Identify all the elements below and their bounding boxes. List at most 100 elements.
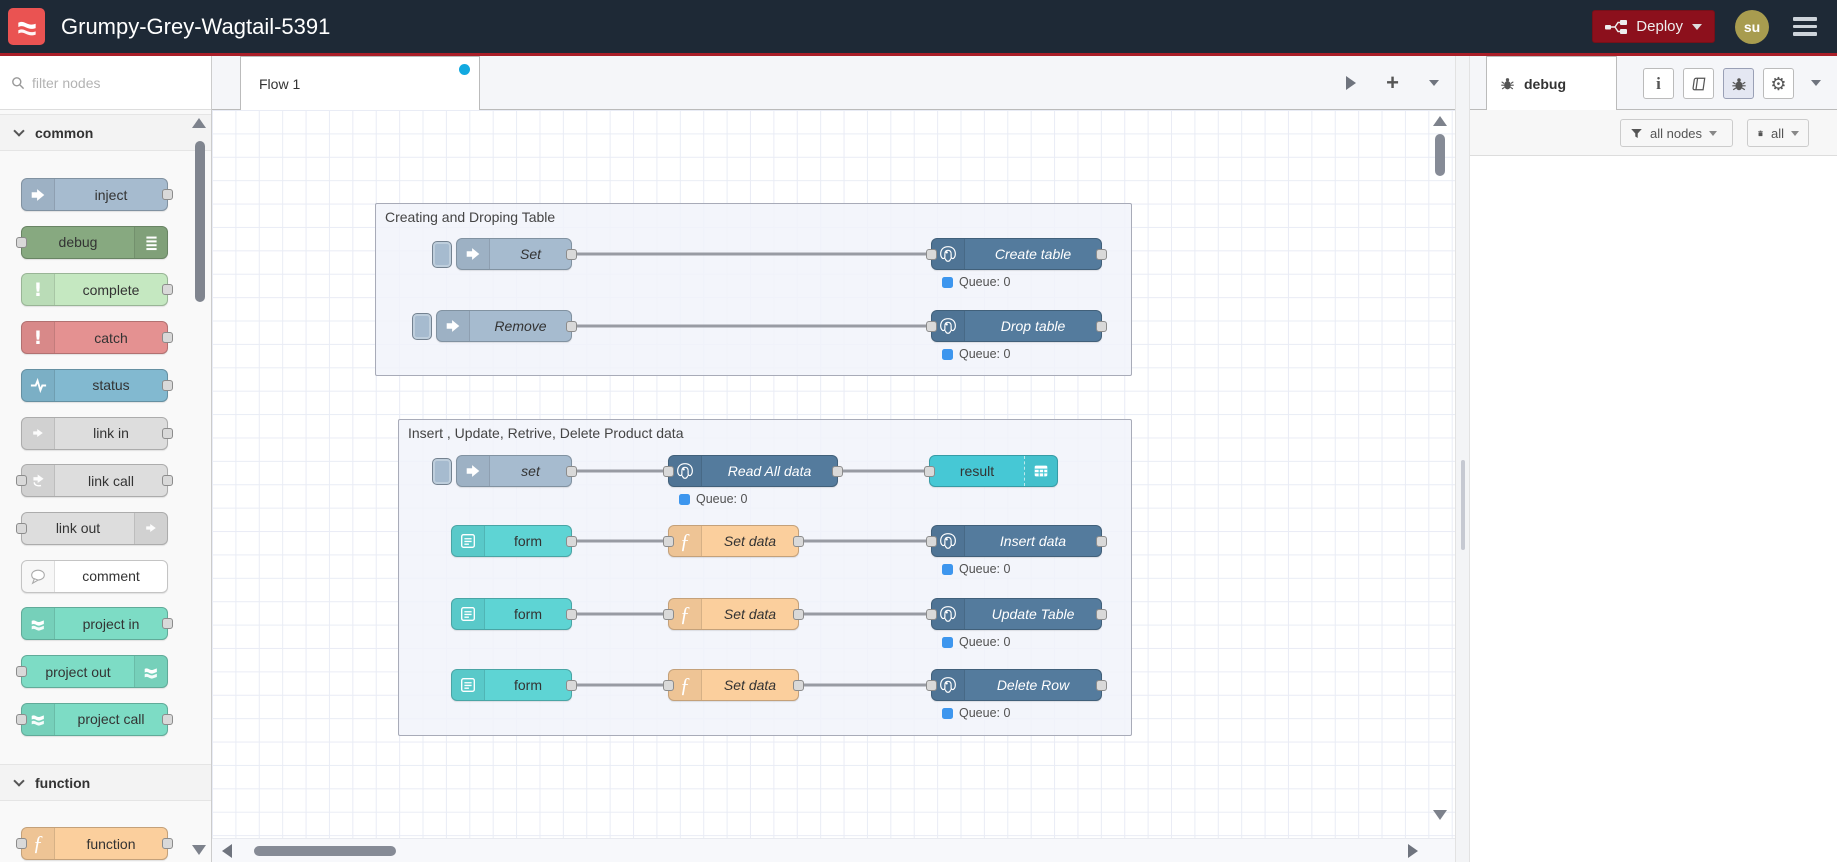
inject-button[interactable] [432, 458, 452, 485]
inject-button[interactable] [412, 313, 432, 340]
port-out[interactable] [162, 475, 173, 487]
palette-section-common[interactable]: common [0, 114, 211, 151]
port-out[interactable] [793, 679, 804, 691]
port-out[interactable] [566, 465, 577, 477]
postgres-node-Insert-data[interactable]: Insert data [926, 525, 1107, 557]
form-node-form[interactable]: form [451, 598, 577, 630]
palette-node-complete[interactable]: !complete [21, 273, 173, 307]
port-out[interactable] [1096, 535, 1107, 547]
port-out[interactable] [162, 332, 173, 344]
form-node-form[interactable]: form [451, 525, 577, 557]
config-nodes-button[interactable]: ⚙ [1763, 68, 1794, 99]
canvas-scroll-up-button[interactable] [1433, 116, 1447, 126]
table-node-result[interactable]: result [924, 455, 1058, 487]
port-in[interactable] [663, 608, 674, 620]
flow-list-button[interactable] [1429, 80, 1439, 86]
port-out[interactable] [793, 608, 804, 620]
palette-node-comment[interactable]: comment [21, 559, 168, 593]
port-in[interactable] [16, 475, 27, 487]
inject-node-Remove[interactable]: Remove [412, 310, 577, 342]
port-in[interactable] [926, 320, 937, 332]
palette-section-function[interactable]: function [0, 764, 211, 801]
port-in[interactable] [663, 679, 674, 691]
postgres-node-Read-All-data[interactable]: Read All data [663, 455, 843, 487]
palette-scrollbar-thumb[interactable] [195, 141, 205, 302]
inject-node-set[interactable]: set [432, 455, 577, 487]
port-out[interactable] [162, 379, 173, 391]
canvas-scroll-down-button[interactable] [1433, 810, 1447, 820]
palette-node-project-in[interactable]: project in [21, 607, 173, 641]
postgres-node-Delete-Row[interactable]: Delete Row [926, 669, 1107, 701]
help-button[interactable] [1683, 68, 1714, 99]
postgres-node-Create-table[interactable]: Create table [926, 238, 1107, 270]
canvas-scroll-left-button[interactable] [222, 844, 232, 858]
port-out[interactable] [162, 618, 173, 630]
port-out[interactable] [1096, 608, 1107, 620]
palette-node-catch[interactable]: !catch [21, 321, 173, 355]
port-in[interactable] [16, 236, 27, 248]
info-button[interactable]: i [1643, 68, 1674, 99]
port-in[interactable] [926, 608, 937, 620]
inject-button[interactable] [432, 241, 452, 268]
port-in[interactable] [926, 535, 937, 547]
port-out[interactable] [566, 320, 577, 332]
port-out[interactable] [566, 608, 577, 620]
palette-node-debug[interactable]: debug [16, 225, 168, 259]
port-out[interactable] [162, 838, 173, 849]
sidebar-splitter[interactable] [1455, 56, 1470, 862]
inject-node-Set[interactable]: Set [432, 238, 577, 270]
palette-scroll-down-button[interactable] [192, 845, 206, 855]
main-menu-button[interactable] [1789, 13, 1821, 40]
port-out[interactable] [162, 189, 173, 200]
palette-scroll-up-button[interactable] [192, 118, 206, 128]
port-out[interactable] [832, 465, 843, 477]
port-out[interactable] [162, 713, 173, 725]
deploy-caret-icon[interactable] [1692, 23, 1702, 30]
splitter-grip[interactable] [1461, 460, 1465, 550]
port-in[interactable] [926, 248, 937, 260]
tab-scroll-right-button[interactable] [1346, 76, 1357, 90]
debug-clear-button[interactable]: all [1747, 119, 1809, 147]
palette-node-status[interactable]: status [21, 368, 173, 402]
postgres-node-Drop-table[interactable]: Drop table [926, 310, 1107, 342]
debug-messages-panel[interactable] [1470, 156, 1837, 862]
port-out[interactable] [566, 679, 577, 691]
palette-node-link-out[interactable]: link out [16, 511, 168, 545]
flow-group[interactable]: Creating and Droping Table [375, 203, 1132, 376]
port-out[interactable] [793, 535, 804, 547]
debug-panel-button[interactable] [1723, 68, 1754, 99]
port-out[interactable] [162, 427, 173, 439]
sidebar-tab-list-button[interactable] [1811, 80, 1821, 86]
palette-filter-input[interactable] [32, 74, 182, 91]
flow-tab[interactable]: Flow 1 [240, 56, 480, 110]
canvas-scroll-right-button[interactable] [1408, 844, 1418, 858]
port-in[interactable] [924, 465, 935, 477]
palette-node-link-in[interactable]: link in [21, 416, 173, 450]
port-in[interactable] [663, 465, 674, 477]
port-out[interactable] [1096, 248, 1107, 260]
add-flow-button[interactable]: + [1386, 70, 1399, 95]
palette-node-inject[interactable]: inject [21, 178, 173, 211]
port-out[interactable] [1096, 679, 1107, 691]
debug-filter-button[interactable]: all nodes [1620, 119, 1733, 147]
port-out[interactable] [566, 248, 577, 260]
canvas-hscrollbar-thumb[interactable] [254, 846, 396, 856]
port-in[interactable] [16, 713, 27, 725]
port-out[interactable] [566, 535, 577, 547]
port-in[interactable] [663, 535, 674, 547]
port-in[interactable] [16, 838, 27, 849]
palette-node-link-call[interactable]: link call [16, 464, 173, 498]
canvas-vscrollbar-thumb[interactable] [1435, 134, 1445, 176]
deploy-button[interactable]: Deploy [1592, 10, 1715, 43]
port-in[interactable] [16, 666, 27, 677]
postgres-node-Update-Table[interactable]: Update Table [926, 598, 1107, 630]
palette-node-project-out[interactable]: project out [16, 655, 168, 688]
form-node-form[interactable]: form [451, 669, 577, 701]
port-out[interactable] [162, 284, 173, 296]
user-avatar[interactable]: su [1735, 9, 1769, 44]
